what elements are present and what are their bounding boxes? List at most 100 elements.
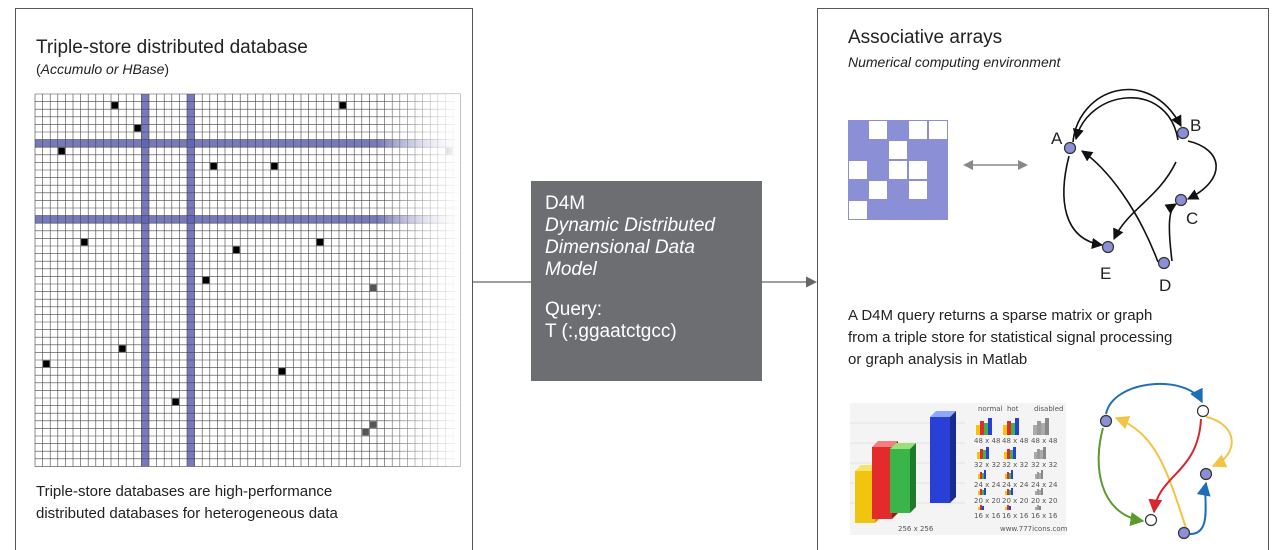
d4m-box: D4M Dynamic Distributed Dimensional Data… [531, 181, 762, 381]
node-label-a: A [1051, 129, 1063, 148]
matrix-cell [928, 160, 948, 180]
matrix-cell [928, 120, 948, 140]
thumb-size-5c: 16 x 16 [1031, 512, 1058, 520]
matrix-cell [908, 120, 928, 140]
filled-cell [58, 147, 65, 155]
d4m-line-3: Model [545, 259, 597, 280]
matrix-cell [928, 200, 948, 220]
node-d [1157, 256, 1171, 270]
matrix-cell [928, 140, 948, 160]
thumb-size-4a: 20 x 20 [974, 497, 1001, 505]
filled-cell [81, 238, 88, 246]
d4m-title: D4M [545, 193, 586, 214]
directed-graph: A B C D E [1051, 88, 1217, 295]
filled-cell [172, 398, 179, 406]
yellow-edge-long [1114, 415, 1189, 535]
filled-cell [316, 238, 324, 246]
matrix-cell [888, 180, 908, 200]
filled-cell [233, 246, 240, 254]
edge-a-b [1072, 88, 1182, 143]
matrix-cell [848, 120, 868, 140]
edge-d-a [1081, 150, 1159, 263]
col-band-2 [187, 94, 195, 467]
filled-cell [369, 421, 377, 428]
thumb-size-3b: 24 x 24 [1002, 481, 1029, 489]
matrix-cell [888, 160, 908, 180]
filled-cell [210, 162, 217, 170]
cg-node-5 [1177, 526, 1191, 540]
thumb-site-label: www.777icons.com [1000, 525, 1068, 533]
matrix-cell [868, 200, 888, 220]
associative-arrays-subtitle: Numerical computing environment [848, 54, 1061, 70]
matrix-cell [908, 180, 928, 200]
thumb-size-1c: 48 x 48 [1031, 437, 1058, 445]
node-label-b: B [1190, 116, 1201, 135]
triple-store-panel: Triple-store distributed database (Accum… [15, 8, 473, 550]
node-label-e: E [1100, 264, 1111, 283]
green-edge [1097, 427, 1145, 526]
right-connector-arrowhead [806, 276, 817, 288]
sparse-matrix-icon [848, 120, 948, 220]
cg-node-2 [1196, 404, 1210, 418]
triple-store-description: Triple-store databases are high-performa… [36, 483, 338, 522]
thumb-size-3c: 24 x 24 [1031, 481, 1058, 489]
thumb-size-2c: 32 x 32 [1031, 461, 1058, 469]
node-e [1101, 240, 1115, 254]
thumb-size-1b: 48 x 48 [1002, 437, 1029, 445]
matrix-cell [888, 200, 908, 220]
filled-cell [111, 102, 119, 109]
filled-cell [202, 276, 210, 284]
matrix-cell [868, 140, 888, 160]
matrix-cell [908, 200, 928, 220]
filled-cell [362, 428, 369, 436]
node-label-d: D [1159, 276, 1171, 295]
filled-cell [369, 284, 377, 292]
edge-b-c [1186, 140, 1217, 200]
filled-cell [119, 345, 126, 352]
matrix-cell [868, 180, 888, 200]
node-b [1176, 126, 1190, 140]
filled-cell [43, 360, 50, 368]
matrix-cell [868, 160, 888, 180]
matrix-cell [868, 120, 888, 140]
bar-chart-thumbnail: normal hot disabled 48 x 48 48 x 48 48 x… [850, 403, 1068, 535]
col-band-1 [141, 94, 149, 467]
query-label: Query: [545, 299, 603, 320]
d4m-line-1: Dynamic Distributed [545, 215, 715, 236]
associative-arrays-description: A D4M query returns a sparse matrix or g… [848, 307, 1173, 368]
thumb-size-5a: 16 x 16 [974, 512, 1001, 520]
sparse-grid [34, 93, 461, 467]
associative-arrays-title: Associative arrays [848, 27, 1003, 48]
matrix-cell [908, 160, 928, 180]
thumb-size-4c: 20 x 20 [1031, 497, 1058, 505]
node-label-c: C [1186, 209, 1198, 228]
thumb-size-2b: 32 x 32 [1002, 461, 1029, 469]
grid-fade [380, 94, 461, 467]
thumb-size-4b: 20 x 20 [1002, 497, 1029, 505]
node-c [1174, 193, 1188, 207]
filled-cell [271, 162, 278, 170]
triple-store-title: Triple-store distributed database [36, 37, 308, 58]
edge-b-e [1113, 161, 1177, 241]
colored-graph [1097, 382, 1233, 540]
filled-cell [339, 102, 347, 109]
thumb-header-disabled: disabled [1034, 405, 1064, 413]
yellow-edge-right [1205, 416, 1233, 468]
matrix-cell [908, 140, 928, 160]
query-value: T (:,ggaatctgcc) [545, 321, 677, 342]
thumb-header-normal: normal [978, 405, 1003, 413]
thumb-size-2a: 32 x 32 [974, 461, 1001, 469]
matrix-cell [928, 180, 948, 200]
filled-cell [278, 368, 286, 375]
thumbnail-bars [850, 411, 1049, 523]
cg-node-4 [1144, 513, 1158, 527]
node-a [1063, 141, 1077, 155]
matrix-cell [888, 120, 908, 140]
matrix-cell [848, 200, 868, 220]
cg-node-1 [1099, 414, 1113, 428]
edge-b-a [1072, 97, 1179, 141]
associative-arrays-panel: Associative arrays Numerical computing e… [817, 8, 1269, 550]
thumb-header-hot: hot [1007, 405, 1019, 413]
matrix-cell [848, 140, 868, 160]
